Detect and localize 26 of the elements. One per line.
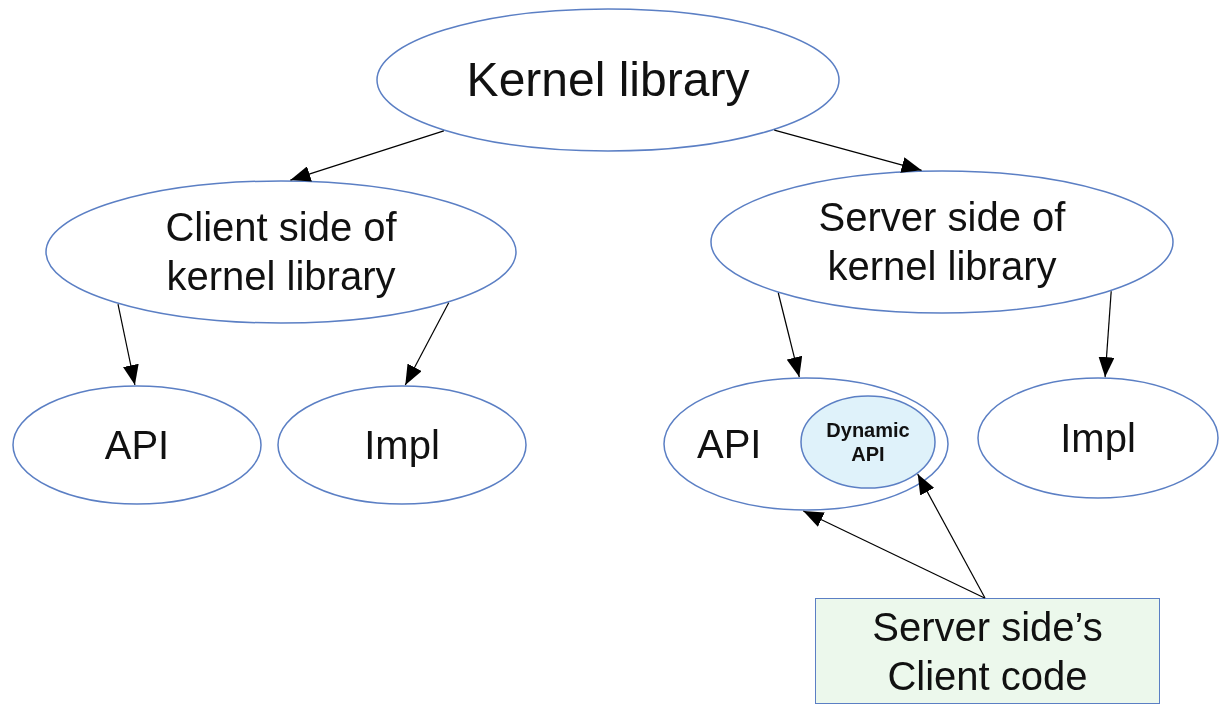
arrow <box>289 130 445 182</box>
node-label: API <box>697 420 762 468</box>
ellipse-node <box>977 377 1219 499</box>
ellipse-node <box>710 170 1174 314</box>
ellipse-node <box>45 180 517 324</box>
ellipse-node <box>663 377 949 511</box>
ellipse-node <box>277 385 527 505</box>
arrow <box>117 303 139 386</box>
ellipse-node <box>12 385 262 505</box>
node-label: Server side’s Client code <box>871 604 1104 700</box>
arrow <box>802 510 986 599</box>
arrow <box>1098 290 1115 378</box>
node-label: Server side of kernel library <box>817 194 1067 290</box>
ellipse-node <box>800 395 936 489</box>
node-label: Client side of kernel library <box>164 204 398 300</box>
node-label: Dynamic API <box>825 417 911 467</box>
ellipse-node <box>376 8 840 152</box>
node-label: Kernel library <box>466 51 750 108</box>
arrow <box>777 292 803 378</box>
node-label: API <box>104 421 170 469</box>
arrow <box>404 302 450 386</box>
node-label: Impl <box>364 421 440 469</box>
arrow <box>773 129 923 173</box>
node-label: Impl <box>1060 414 1136 462</box>
arrow <box>917 473 986 599</box>
process-box <box>815 598 1160 704</box>
